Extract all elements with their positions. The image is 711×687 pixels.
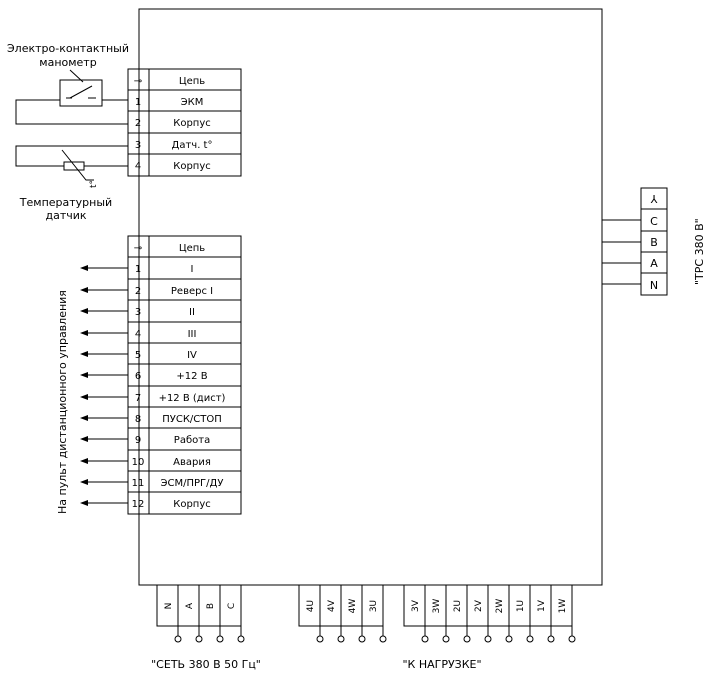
- top-table-label-3: Датч. t°: [172, 140, 213, 151]
- gauge-label-line2: манометр: [39, 56, 96, 69]
- load-terminal-group-1: 4U 4V 4W 3U: [298, 584, 387, 643]
- top-table-num-1: 1: [135, 97, 141, 108]
- gauge-wire-body: [15, 99, 128, 125]
- remote-label: На пульт дистанционного управления: [56, 290, 69, 514]
- load-terminal-2w: 2W: [495, 599, 505, 614]
- remote-table-label-12: Корпус: [173, 499, 211, 510]
- remote-table-label-9: Работа: [174, 435, 210, 446]
- load-terminal-3u: 3U: [369, 600, 379, 612]
- trs-terminal-n: N: [650, 279, 658, 292]
- remote-table-label-8: ПУСК/СТОП: [162, 414, 222, 425]
- trs-terminal-c: C: [650, 215, 658, 228]
- top-table-num-3: 3: [135, 140, 141, 151]
- remote-table-num-6: 6: [135, 371, 141, 382]
- load-terminal-group-3: 1U 1V 1W: [505, 584, 576, 643]
- temp-sensor-resistor: [63, 161, 85, 171]
- remote-table-label-3: II: [189, 307, 195, 318]
- remote-table-label-2: Реверс I: [171, 286, 213, 297]
- remote-table-num-7: 7: [135, 393, 141, 404]
- load-terminal-1v: 1V: [537, 599, 547, 612]
- temp-symbol: t°: [89, 180, 99, 188]
- remote-table-num-9: 9: [135, 435, 141, 446]
- load-terminal-2u: 2U: [453, 600, 463, 612]
- remote-table-header-label: Цепь: [179, 243, 205, 254]
- load-terminal-4w: 4W: [348, 599, 358, 614]
- remote-table-label-1: I: [191, 264, 194, 275]
- load-terminal-4u: 4U: [306, 600, 316, 612]
- supply-terminal-c: C: [227, 603, 237, 609]
- trs-terminal-ground: ⅄: [651, 193, 658, 206]
- temp-sensor-label-line2: датчик: [45, 209, 86, 222]
- gauge-contact-box: [59, 79, 103, 107]
- load-terminal-3v: 3V: [411, 599, 421, 612]
- remote-table-num-12: 12: [132, 499, 145, 510]
- top-table-num-2: 2: [135, 118, 141, 129]
- load-terminal-1u: 1U: [516, 600, 526, 612]
- remote-table-num-5: 5: [135, 350, 141, 361]
- remote-table-num-11: 11: [132, 478, 145, 489]
- top-table-label-2: Корпус: [173, 118, 211, 129]
- remote-terminal-table: ⊸ Цепь 1 I 2 Реверс I 3 II 4 III 5 IV 6 …: [127, 235, 242, 515]
- supply-terminal-n: N: [164, 603, 174, 610]
- load-label: "К НАГРУЗКЕ": [402, 658, 481, 671]
- trs-terminal-a: A: [650, 257, 658, 270]
- supply-terminal-a: A: [185, 602, 195, 609]
- gauge-label-line1: Электро-контактный: [7, 42, 129, 55]
- gauge-contact-switch: [69, 85, 93, 99]
- temp-wire-sensor: [15, 145, 128, 167]
- remote-table-num-8: 8: [135, 414, 141, 425]
- remote-table-num-1: 1: [135, 264, 141, 275]
- load-terminal-3w: 3W: [432, 599, 442, 614]
- temp-sensor-label-line1: Температурный: [19, 196, 112, 209]
- remote-table-num-10: 10: [132, 457, 145, 468]
- load-terminal-4v: 4V: [327, 599, 337, 612]
- top-table-label-4: Корпус: [173, 161, 211, 172]
- supply-label: "СЕТЬ 380 В 50 Гц": [151, 658, 261, 671]
- remote-table-num-4: 4: [135, 329, 141, 340]
- supply-terminal-b: B: [206, 603, 216, 609]
- remote-table-label-6: +12 В: [176, 371, 207, 382]
- load-terminal-1w: 1W: [558, 599, 568, 614]
- remote-table-header-symbol: ⊸: [134, 243, 142, 254]
- remote-table-label-4: III: [188, 329, 197, 340]
- remote-table-label-10: Авария: [173, 457, 211, 468]
- supply-terminal-block: N A B C: [156, 584, 245, 643]
- top-table-label-1: ЭКМ: [181, 97, 204, 108]
- top-table-header-label: Цепь: [179, 76, 205, 87]
- remote-table-num-2: 2: [135, 286, 141, 297]
- top-table-num-4: 4: [135, 161, 141, 172]
- remote-arrows: [80, 265, 128, 506]
- remote-table-label-11: ЭСМ/ПРГ/ДУ: [161, 478, 224, 489]
- trs-terminal-block: ⅄ C B A N: [602, 187, 668, 296]
- trs-label: "ТРС 380 В": [693, 218, 706, 285]
- top-table-header-symbol: ⊸: [134, 76, 142, 87]
- top-terminal-table: ⊸ Цепь 1 ЭКМ 2 Корпус 3 Датч. t° 4 Корпу…: [127, 68, 242, 177]
- remote-table-num-3: 3: [135, 307, 141, 318]
- load-terminal-group-2: 3V 3W 2U 2V 2W: [403, 584, 510, 643]
- remote-table-label-5: IV: [187, 350, 197, 361]
- trs-terminal-b: B: [650, 236, 658, 249]
- remote-table-label-7: +12 В (дист): [159, 393, 226, 404]
- temp-sensor-slash: [61, 149, 94, 181]
- load-terminal-2v: 2V: [474, 599, 484, 612]
